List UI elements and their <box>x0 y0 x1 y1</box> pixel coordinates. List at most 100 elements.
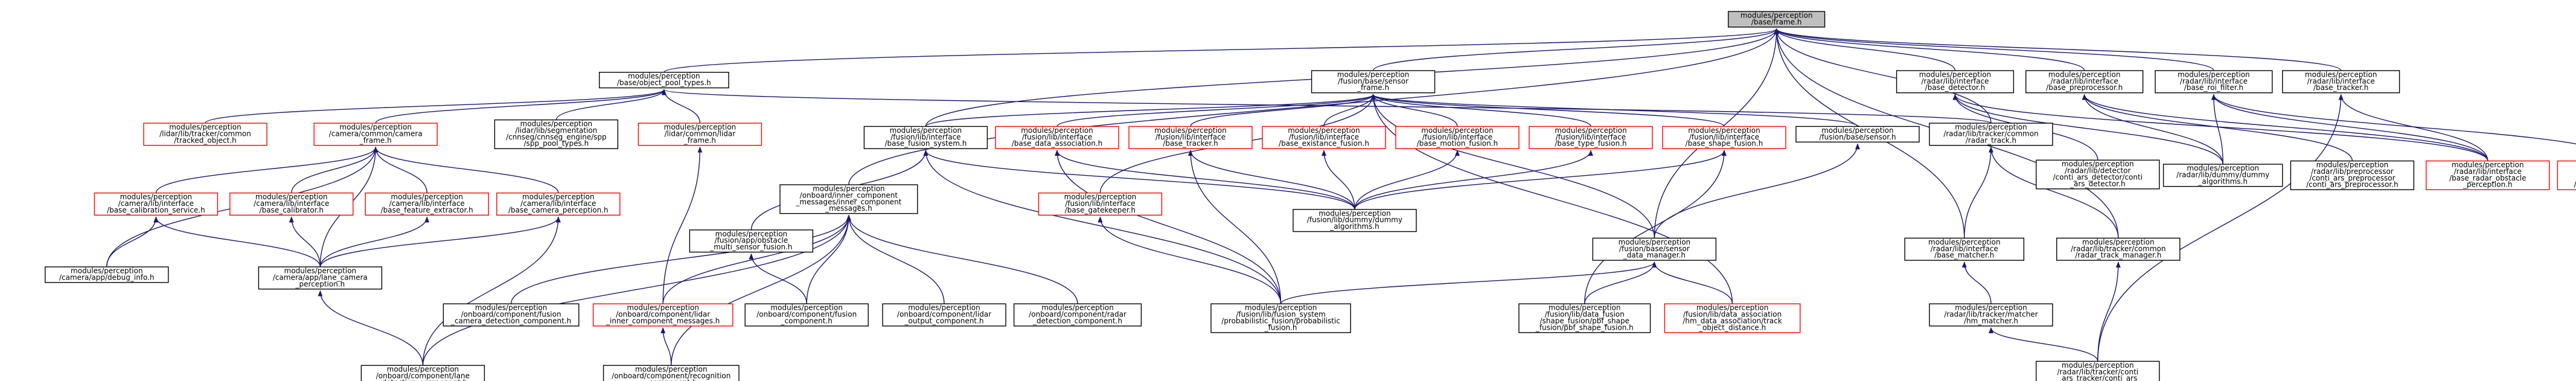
graph-node-box <box>882 303 1006 327</box>
graph-node-radar-detection-comp[interactable]: modules/perception/onboard/component/rad… <box>1013 303 1142 327</box>
graph-node-base-tracker[interactable]: modules/perception/fusion/lib/interface/… <box>1128 126 1253 149</box>
graph-node-fusion-component[interactable]: modules/perception/onboard/component/fus… <box>744 303 869 327</box>
dependency-edge <box>373 146 427 193</box>
graph-node-box <box>638 123 762 146</box>
graph-node-pbf-shape-fusion[interactable]: modules/perception/fusion/lib/data_fusio… <box>1518 303 1651 333</box>
graph-node-lane-camera-perception[interactable]: modules/perception/camera/app/lane_camer… <box>258 266 383 290</box>
graph-node-label-line: modules/perception <box>1555 126 1627 135</box>
graph-node-label-line: _messages/inner_component <box>795 197 901 206</box>
graph-node-base-existance-fusion[interactable]: modules/perception/fusion/lib/interface/… <box>1262 126 1386 149</box>
graph-node-lidar-frame[interactable]: modules/perception/lidar/common/lidar_fr… <box>638 123 762 146</box>
graph-node-label-line: modules/perception <box>664 123 737 132</box>
graph-node-lidar-output[interactable]: modules/perception/onboard/component/lid… <box>882 303 1006 327</box>
graph-node-lidar-inner-msgs[interactable]: modules/perception/onboard/component/lid… <box>592 303 733 327</box>
graph-node-label-line: /fusion/base/sensor <box>1338 77 1408 85</box>
graph-node-camera-debug-info[interactable]: modules/perception/camera/app/debug_info… <box>45 266 169 283</box>
graph-node-dummy-algorithms-radar[interactable]: modules/perception/radar/lib/dummy/dummy… <box>2162 164 2283 187</box>
graph-node-box <box>360 365 485 381</box>
dependency-edge <box>1584 261 1657 304</box>
dependency-edge <box>662 214 851 304</box>
dependency-edge <box>1354 150 1727 210</box>
graph-node-radar-roi-filter[interactable]: modules/perception/radar/lib/interface/b… <box>2155 70 2273 94</box>
graph-node-base-data-association[interactable]: modules/perception/fusion/lib/interface/… <box>995 126 1119 149</box>
graph-node-lane-detection-comp[interactable]: modules/perception/onboard/component/lan… <box>360 365 485 381</box>
dependency-edge <box>422 216 561 366</box>
graph-node-radar-tracker[interactable]: modules/perception/radar/lib/interface/b… <box>2282 70 2400 94</box>
graph-node-camera-lib-calibrator[interactable]: modules/perception/camera/lib/interface/… <box>229 192 354 216</box>
graph-node-label-line: /onboard/component/lidar <box>897 310 991 319</box>
graph-node-label-line: modules/perception <box>1928 238 2001 246</box>
graph-node-probabilistic-fusion[interactable]: modules/perception/fusion/lib/fusion_sys… <box>1210 303 1351 333</box>
graph-node-cnnseg-pool[interactable]: modules/perception/lidar/lib/segmentatio… <box>494 119 619 149</box>
graph-node-label-line: /fusion/lib/interface <box>1065 199 1135 208</box>
graph-node-camera-frame[interactable]: modules/perception/camera/common/camera_… <box>313 123 438 146</box>
graph-node-recognition-comp[interactable]: modules/perception/onboard/component/rec… <box>602 365 740 381</box>
dependency-edge <box>1188 150 1282 304</box>
graph-node-camera-lib-perception[interactable]: modules/perception/camera/lib/interface/… <box>496 192 621 216</box>
graph-node-label-line: /lidar/common/lidar <box>665 129 736 138</box>
graph-node-camera-lib-feature[interactable]: modules/perception/camera/lib/interface/… <box>365 192 489 216</box>
graph-node-radar-detector[interactable]: modules/perception/radar/lib/interface/b… <box>1896 70 2015 94</box>
graph-node-onboard-inner-msgs[interactable]: modules/perception/onboard/inner_compone… <box>779 184 918 214</box>
graph-node-base-fusion-system[interactable]: modules/perception/fusion/lib/interface/… <box>863 126 988 149</box>
graph-node-root[interactable]: modules/perception/base/frame.h <box>1728 11 1826 28</box>
graph-node-label-line: modules/perception <box>391 193 463 201</box>
graph-node-dummy-algorithms-fusion[interactable]: modules/perception/fusion/lib/dummy/dumm… <box>1293 209 1417 232</box>
graph-node-label-line: modules/perception <box>169 123 241 132</box>
graph-node-radar-track-manager[interactable]: modules/perception/radar/lib/tracker/com… <box>2056 237 2181 261</box>
dependency-edge <box>923 150 1282 304</box>
graph-node-label-line: /base_gatekeeper.h <box>1065 206 1136 214</box>
graph-node-label-line: /radar/lib/dummy/dummy <box>2176 170 2269 179</box>
graph-node-box <box>1728 11 1826 28</box>
graph-node-label-line: _component.h <box>645 378 697 381</box>
graph-node-label-line: /onboard/component/lane <box>376 372 470 380</box>
graph-node-box <box>995 126 1119 149</box>
graph-node-hm-matcher[interactable]: modules/perception/radar/lib/tracker/mat… <box>1929 303 2053 327</box>
graph-node-sensor-data-manager[interactable]: modules/perception/fusion/base/sensor_da… <box>1592 237 1717 261</box>
graph-node-hdmap-radar-roi-filter[interactable]: modules/perception/radar/lib/roi_filter/… <box>2557 160 2576 190</box>
graph-node-label-line: /base_radar_obstacle <box>2449 174 2526 182</box>
dependency-edge <box>1280 261 1657 304</box>
graph-node-fusion-base-sensor[interactable]: modules/perception/fusion/base/sensor.h <box>1795 126 1920 142</box>
graph-node-label-line: _perception.h <box>295 280 345 288</box>
graph-node-tracked-object[interactable]: modules/perception/lidar/lib/tracker/com… <box>143 123 267 146</box>
graph-node-label-line: modules/perception <box>1421 126 1494 135</box>
graph-node-label-line: modules/perception <box>387 365 459 374</box>
graph-node-radar-track[interactable]: modules/perception/radar/lib/tracker/com… <box>1929 123 2053 146</box>
graph-node-label-line: /fusion/lib/interface <box>1556 133 1626 141</box>
graph-node-track-object-distance[interactable]: modules/perception/fusion/lib/data_assoc… <box>1664 303 1801 333</box>
graph-node-base-type-fusion[interactable]: modules/perception/fusion/lib/interface/… <box>1529 126 1653 149</box>
graph-node-conti-ars-tracker[interactable]: modules/perception/radar/lib/tracker/con… <box>2036 360 2160 381</box>
graph-node-conti-ars-preprocessor[interactable]: modules/perception/radar/lib/preprocesso… <box>2290 160 2415 190</box>
graph-node-base-radar-obstacle-perception[interactable]: modules/perception/radar/lib/interface/b… <box>2426 160 2550 190</box>
graph-node-label-line: modules/perception <box>2062 160 2134 168</box>
graph-node-label-line: /radar/lib/tracker/common <box>2071 245 2165 253</box>
graph-node-radar-preprocessor[interactable]: modules/perception/radar/lib/interface/b… <box>2025 70 2144 94</box>
graph-node-label-line: /camera/lib/interface <box>520 199 596 208</box>
graph-node-box <box>1592 237 1717 261</box>
graph-node-label-line: modules/perception <box>1064 193 1137 201</box>
graph-node-multi-sensor-fusion[interactable]: modules/perception/fusion/app/obstacle_m… <box>689 229 814 253</box>
graph-node-fusion-camera-detection[interactable]: modules/perception/onboard/component/fus… <box>443 303 580 327</box>
dependency-edge <box>1370 94 1655 239</box>
graph-node-label-line: /radar/lib/interface <box>2454 167 2522 176</box>
graph-node-label-line: _inner_component_messages.h <box>606 316 720 325</box>
graph-node-conti-ars-detector[interactable]: modules/perception/radar/lib/detector/co… <box>2036 159 2160 190</box>
graph-node-base-gatekeeper[interactable]: modules/perception/fusion/lib/interface/… <box>1038 192 1163 216</box>
graph-node-radar-base-matcher[interactable]: modules/perception/radar/lib/interface/b… <box>1904 237 2025 261</box>
graph-node-label-line: _output_component.h <box>904 316 984 325</box>
dependency-edge <box>1098 216 1282 304</box>
graph-node-base-shape-fusion[interactable]: modules/perception/fusion/lib/interface/… <box>1662 126 1786 149</box>
graph-node-object-pool[interactable]: modules/perception/base/object_pool_type… <box>599 71 729 89</box>
dependency-edge <box>1370 94 1725 127</box>
graph-node-label-line: /fusion/lib/fusion_system <box>1236 310 1326 319</box>
graph-node-base-motion-fusion[interactable]: modules/perception/fusion/lib/interface/… <box>1395 126 1520 149</box>
graph-node-label-line: /hm_data_association/track <box>1683 316 1782 325</box>
graph-node-camera-lib-calibration[interactable]: modules/perception/camera/lib/interface/… <box>94 192 219 216</box>
dependency-edge <box>555 89 666 120</box>
graph-node-label-line: /onboard/component/fusion <box>756 310 857 319</box>
graph-node-label-line: /onboard/component/radar <box>1029 310 1127 319</box>
graph-node-label-line: _ars_tracker/conti_ars <box>2057 374 2137 381</box>
graph-node-sensor-frame[interactable]: modules/perception/fusion/base/sensor_fr… <box>1311 70 1436 94</box>
graph-node-label-line: modules/perception <box>715 229 788 238</box>
